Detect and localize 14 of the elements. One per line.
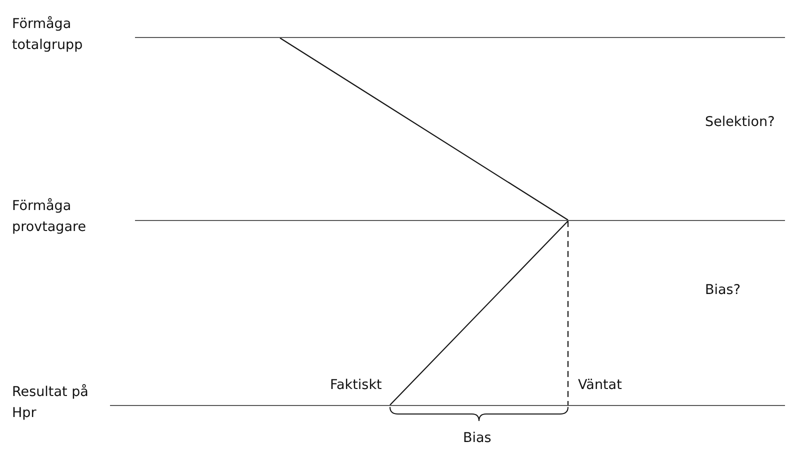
bracket-label: Bias: [463, 429, 492, 448]
connector-line: [390, 220, 568, 406]
connector-line: [280, 38, 568, 220]
level-line: [110, 405, 785, 406]
axis-label: Förmåga totalgrupp: [12, 15, 84, 55]
dashed-line: [567, 221, 569, 405]
axis-label: Resultat på Hpr: [12, 383, 90, 423]
axis-label: Förmåga provtagare: [12, 197, 88, 237]
level-line: [135, 37, 785, 38]
point-label: Faktiskt: [330, 376, 382, 395]
annotation-text: Bias?: [705, 281, 740, 300]
annotation-text: Selektion?: [705, 113, 775, 132]
level-line: [135, 220, 785, 221]
point-label: Väntat: [578, 376, 622, 395]
